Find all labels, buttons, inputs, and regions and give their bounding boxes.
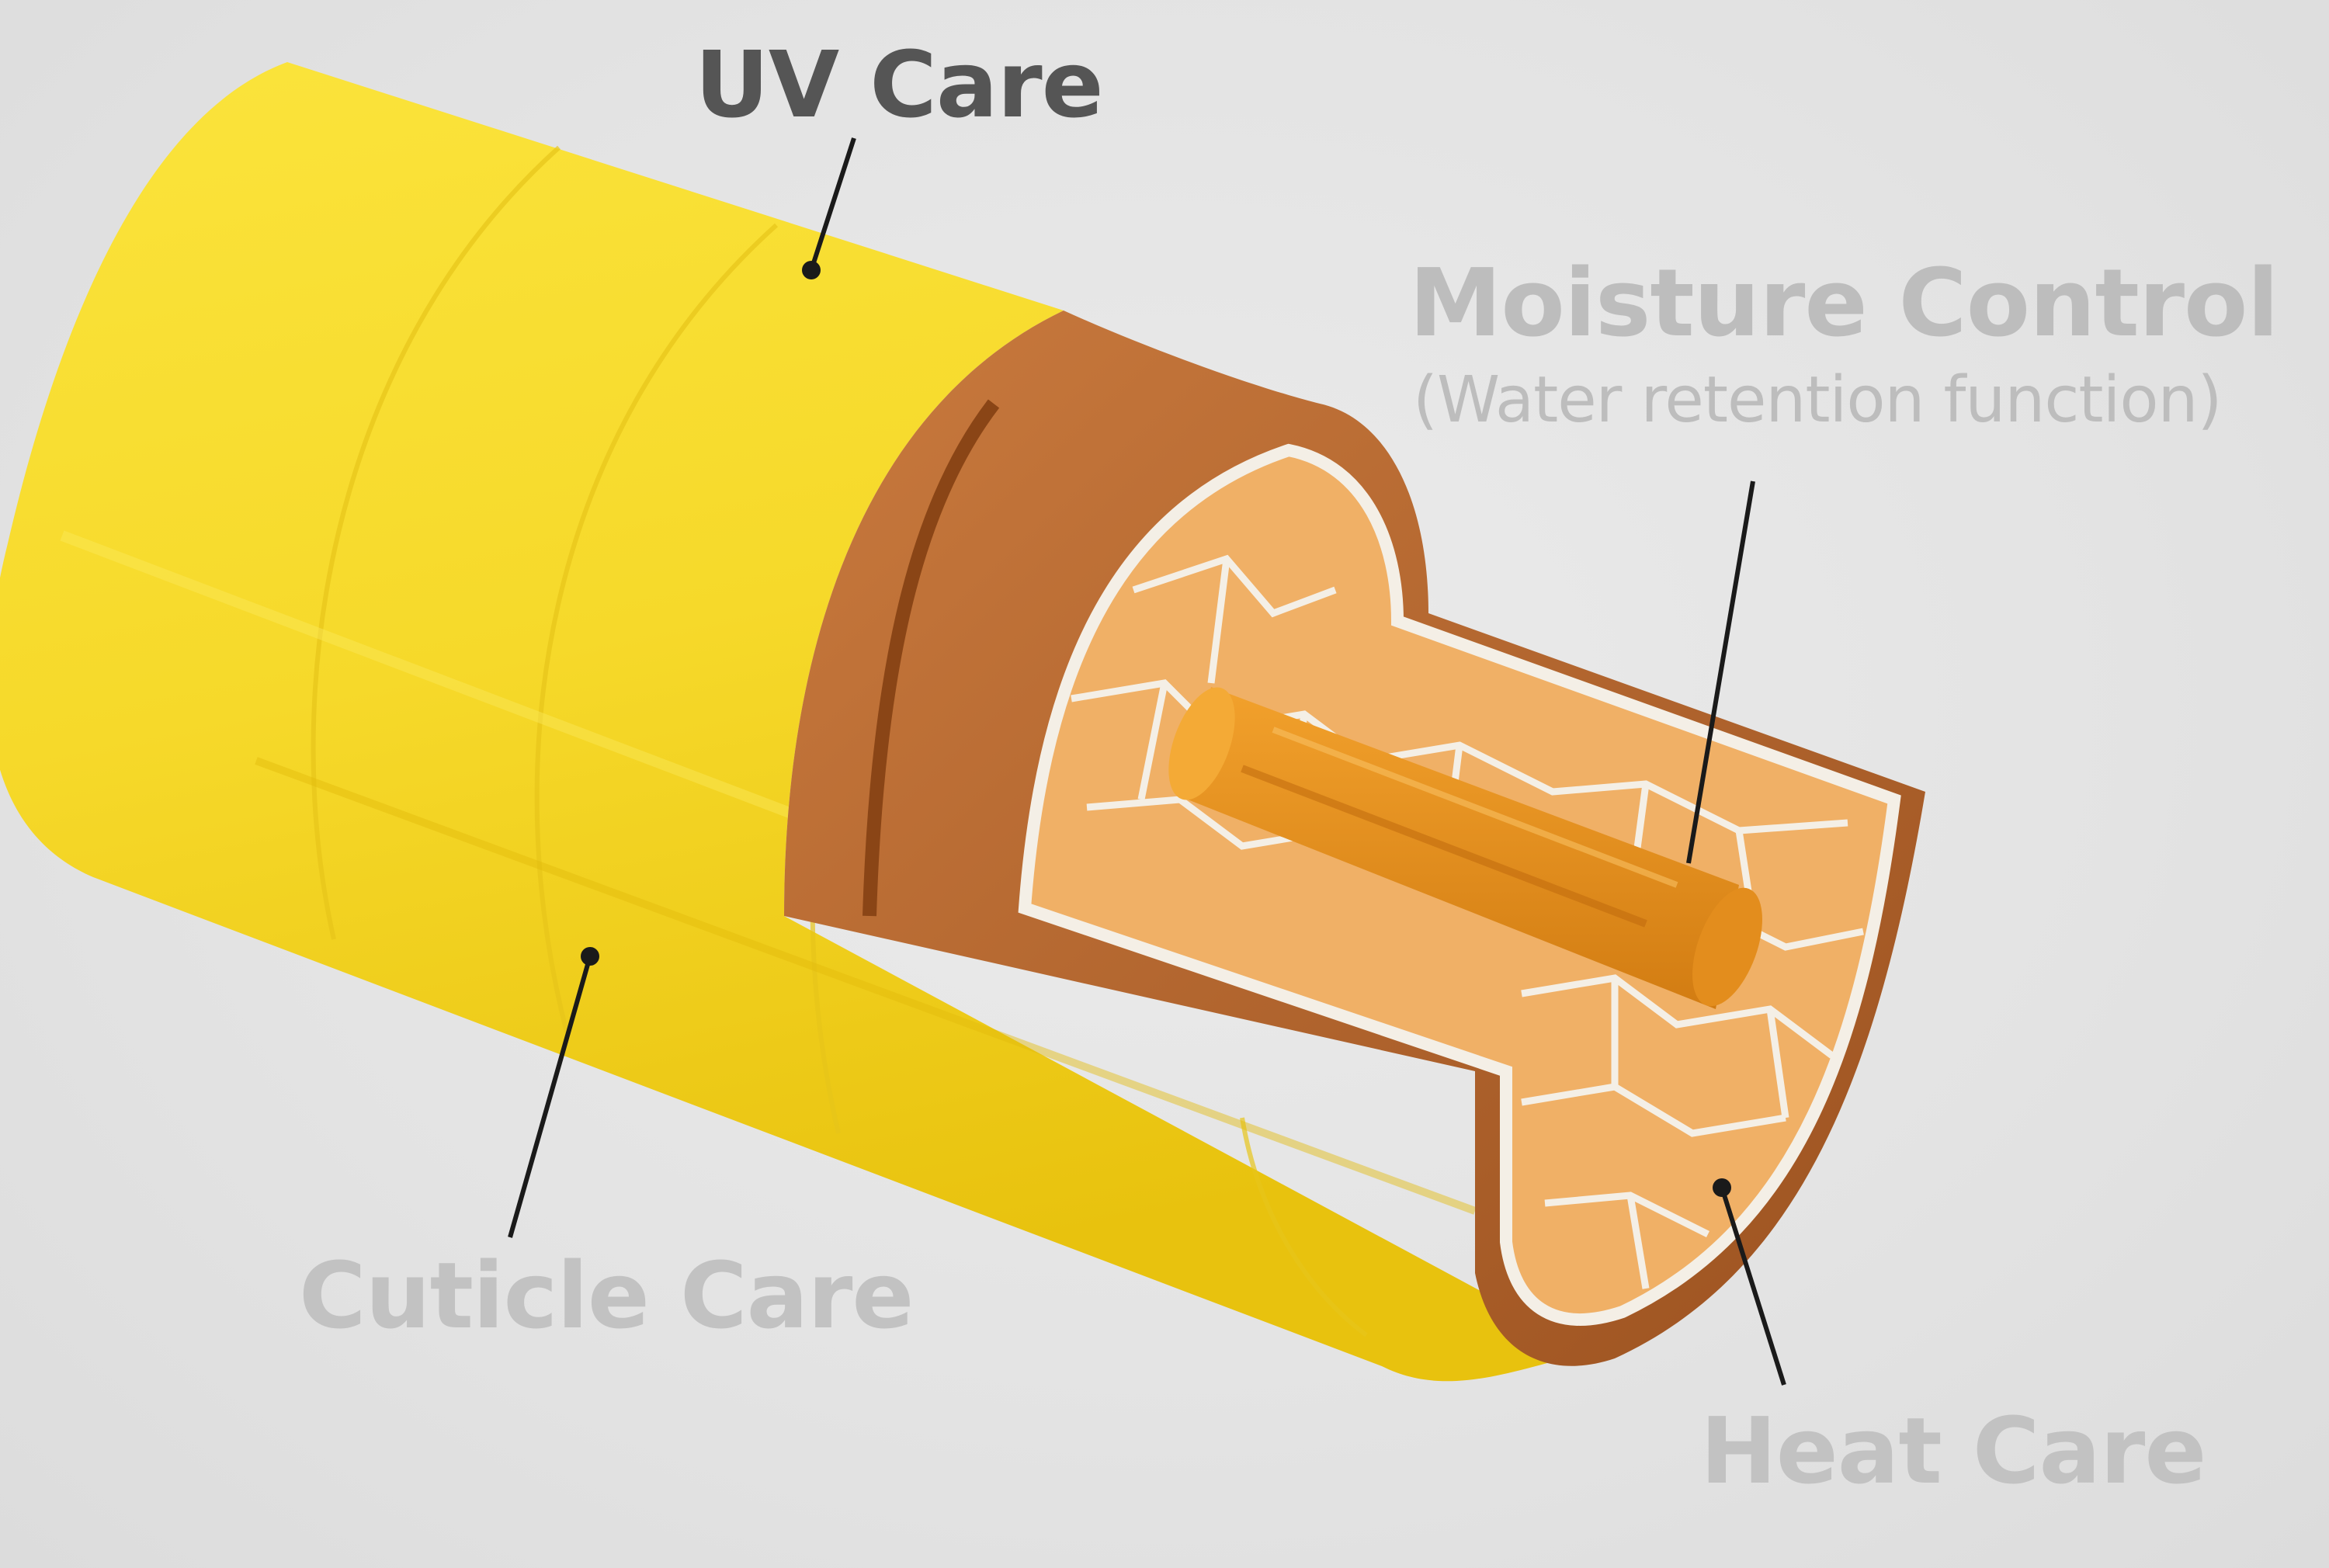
- uv-care-label: UV Care: [695, 31, 1104, 138]
- cuticle-care-label: Cuticle Care: [299, 1242, 914, 1349]
- leader-lines: [508, 137, 1786, 1386]
- heat-care-label: Heat Care: [1700, 1397, 2206, 1504]
- leader-dots: [581, 261, 1731, 1197]
- core-rod: [1168, 687, 1762, 1009]
- moisture-control-label: Moisture Control: [1409, 250, 2279, 358]
- moisture-control-sublabel: (Water retention function): [1413, 363, 2222, 437]
